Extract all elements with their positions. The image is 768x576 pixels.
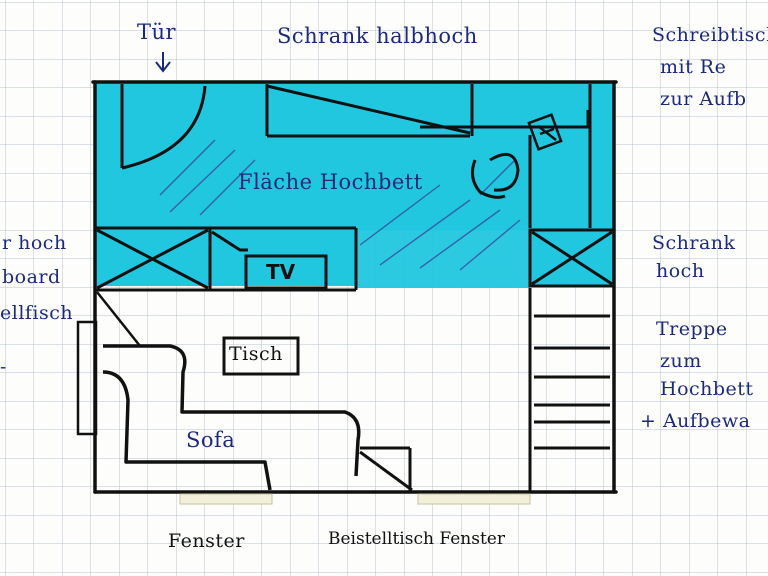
loft-hatching — [159, 139, 521, 271]
desk-lamp-icon — [527, 113, 563, 151]
loft-area-label: Fläche Hochbett — [238, 170, 423, 194]
lower-cabinet-row — [95, 226, 358, 292]
window-markers — [179, 493, 531, 505]
sofa-label: Sofa — [186, 428, 236, 452]
side-table-window-label: Beistelltisch Fenster — [328, 529, 505, 549]
stairs-label-line3: Hochbett — [660, 378, 754, 400]
stairs-label-line2: zum — [660, 350, 702, 372]
desk-label-line3: zur Aufb — [660, 88, 747, 110]
table-outline — [222, 336, 300, 376]
desk-label-line1: Schreibtisch — [652, 24, 768, 46]
tall-cabinet-label-line2: hoch — [656, 260, 705, 282]
tall-cabinet-label-line1: Schrank — [652, 232, 736, 254]
left-label-line3: ellfisch — [0, 302, 74, 324]
tv-unit — [244, 254, 328, 290]
stairs-label-line1: Treppe — [656, 318, 728, 340]
desk-outline — [420, 84, 592, 228]
left-wall-board — [76, 291, 141, 436]
desk-label-line2: mit Re — [660, 56, 727, 78]
table-label: Tisch — [229, 343, 283, 365]
left-label-line4: - — [0, 356, 7, 378]
down-arrow-icon — [155, 52, 171, 73]
stairs-to-loft — [528, 288, 610, 492]
left-label-line1: r hoch — [2, 232, 67, 254]
window-left-label: Fenster — [168, 530, 245, 552]
half-cabinet-label: Schrank halbhoch — [277, 24, 478, 48]
side-table — [359, 446, 413, 492]
tv-label: TV — [266, 260, 296, 284]
desk-chair-icon — [470, 152, 520, 199]
door-swing — [120, 84, 207, 170]
left-label-line2: board — [2, 266, 61, 288]
door-label: Tür — [137, 20, 177, 44]
stairs-label-line4: + Aufbewa — [640, 410, 751, 432]
tall-wardrobe — [528, 228, 616, 288]
sofa-outline — [102, 344, 361, 491]
